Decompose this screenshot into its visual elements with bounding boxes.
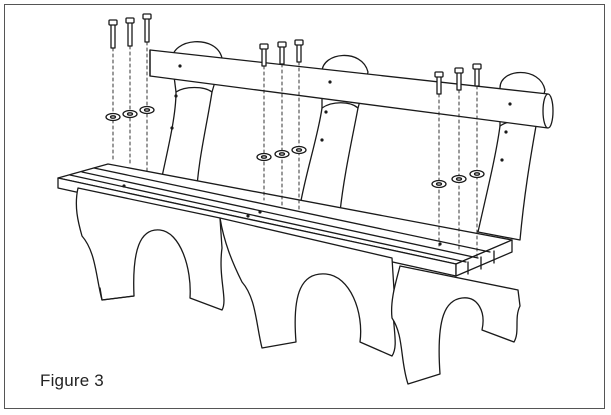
washer [139, 105, 155, 115]
bolt [108, 19, 118, 49]
washer [256, 152, 272, 162]
alignment-guides [112, 41, 478, 259]
washer [105, 112, 121, 122]
front-leg-middle [219, 217, 396, 357]
front-leg-left [75, 187, 225, 311]
figure-caption: Figure 3 [40, 371, 104, 390]
back-rail [149, 49, 554, 129]
bolt [125, 17, 135, 47]
bolt [259, 43, 269, 67]
washer [431, 179, 447, 189]
bolt-holes [122, 64, 512, 246]
bolt [472, 63, 482, 87]
front-leg-right [390, 265, 521, 385]
bolts [108, 13, 482, 95]
bolt [142, 13, 152, 43]
washer [122, 109, 138, 119]
washer [469, 169, 485, 179]
washer [274, 149, 290, 159]
bolt [294, 39, 304, 63]
bolt [454, 67, 464, 91]
bolt [277, 41, 287, 65]
washers [105, 105, 485, 189]
washer [291, 145, 307, 155]
washer [451, 174, 467, 184]
bolt [434, 71, 444, 95]
